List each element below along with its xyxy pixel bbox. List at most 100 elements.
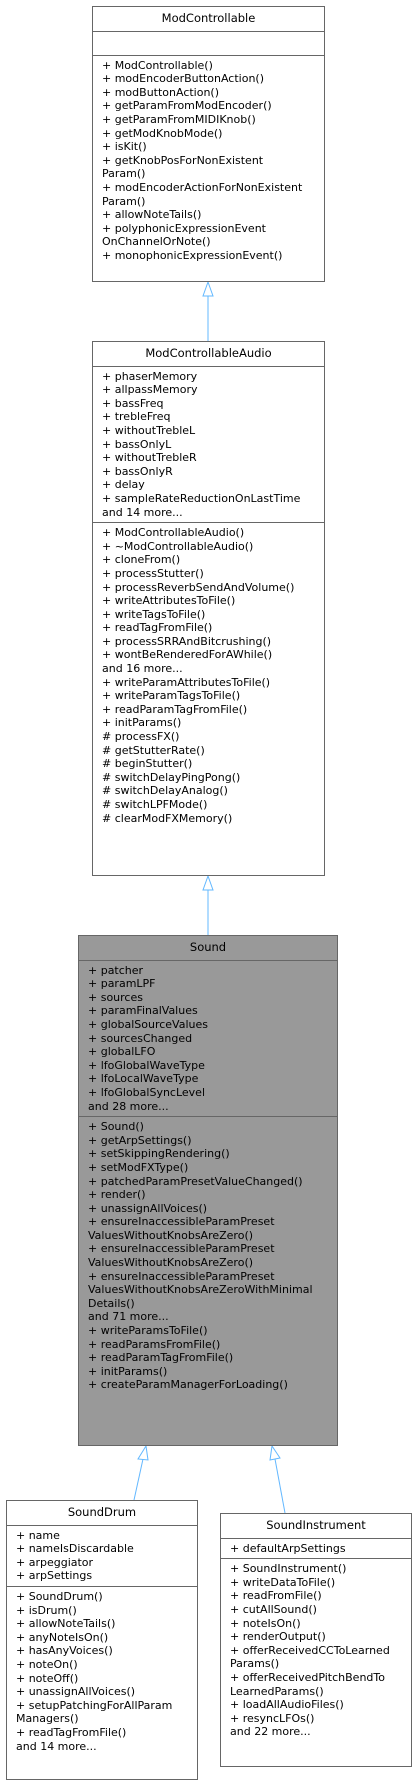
class-box-soundinstrument[interactable]: SoundInstrument + defaultArpSettings + S… xyxy=(220,1513,412,1767)
method-line[interactable]: + setModFXType() xyxy=(88,1160,189,1174)
method-line[interactable]: + getParamFromModEncoder() xyxy=(102,99,272,113)
method-line[interactable]: + writeParamAttributesToFile() xyxy=(102,675,271,689)
attribute-line[interactable]: + lfoGlobalSyncLevel xyxy=(88,1085,206,1099)
method-line[interactable]: + isDrum() xyxy=(16,1603,77,1617)
method-line[interactable]: and 14 more... xyxy=(16,1739,97,1753)
method-line[interactable]: Params() xyxy=(230,1657,280,1671)
method-line[interactable]: + setupPatchingForAllParam xyxy=(16,1698,173,1712)
method-line[interactable]: + cloneFrom() xyxy=(102,553,181,567)
method-line[interactable]: + ensureInaccessibleParamPreset xyxy=(88,1269,275,1283)
method-line[interactable]: + ensureInaccessibleParamPreset xyxy=(88,1215,275,1229)
attribute-line[interactable]: + name xyxy=(16,1528,60,1542)
method-line[interactable]: # switchDelayAnalog() xyxy=(102,784,228,798)
method-line[interactable]: + anyNoteIsOn() xyxy=(16,1630,109,1644)
method-line[interactable]: # clearModFXMemory() xyxy=(102,811,233,825)
method-line[interactable]: and 71 more... xyxy=(88,1310,169,1324)
class-box-modcontrollableaudio[interactable]: ModControllableAudio + phaserMemory+ all… xyxy=(92,341,325,876)
method-line[interactable]: and 16 more... xyxy=(102,662,183,676)
method-line[interactable]: + writeTagsToFile() xyxy=(102,607,206,621)
method-line[interactable]: + noteOn() xyxy=(16,1657,78,1671)
class-box-sound[interactable]: Sound + patcher+ paramLPF+ sources+ para… xyxy=(78,935,338,1446)
method-line[interactable]: + readParamTagFromFile() xyxy=(102,702,248,716)
method-line[interactable]: + renderOutput() xyxy=(230,1630,326,1644)
method-line[interactable]: Managers() xyxy=(16,1712,79,1726)
class-box-modcontrollable[interactable]: ModControllable + ModControllable()+ mod… xyxy=(92,6,325,282)
method-line[interactable]: OnChannelOrNote() xyxy=(102,235,211,249)
method-line[interactable]: + processReverbSendAndVolume() xyxy=(102,580,295,594)
method-line[interactable]: + readTagFromFile() xyxy=(102,621,213,635)
method-line[interactable]: Param() xyxy=(102,167,146,181)
attribute-line[interactable]: + sources xyxy=(88,990,143,1004)
attribute-line[interactable]: + delay xyxy=(102,478,145,492)
method-line[interactable]: # beginStutter() xyxy=(102,757,193,771)
method-line[interactable]: + readParamsFromFile() xyxy=(88,1337,221,1351)
method-line[interactable]: + modButtonAction() xyxy=(102,85,220,99)
attribute-line[interactable]: + lfoLocalWaveType xyxy=(88,1072,199,1086)
method-line[interactable]: ValuesWithoutKnobsAreZero() xyxy=(88,1228,254,1242)
attribute-line[interactable]: + lfoGlobalWaveType xyxy=(88,1058,205,1072)
method-line[interactable]: + polyphonicExpressionEvent xyxy=(102,221,266,235)
attribute-line[interactable]: + paramFinalValues xyxy=(88,1004,198,1018)
method-line[interactable]: + getModKnobMode() xyxy=(102,126,223,140)
method-line[interactable]: and 22 more... xyxy=(230,1725,311,1739)
method-line[interactable]: + isKit() xyxy=(102,140,147,154)
method-line[interactable]: + Sound() xyxy=(88,1120,144,1134)
attribute-line[interactable]: + withoutTrebleR xyxy=(102,451,197,465)
attribute-line[interactable]: and 28 more... xyxy=(88,1099,169,1113)
method-line[interactable]: + readTagFromFile() xyxy=(16,1725,127,1739)
method-line[interactable]: + getParamFromMIDIKnob() xyxy=(102,112,256,126)
attribute-line[interactable]: + sourcesChanged xyxy=(88,1031,193,1045)
attribute-line[interactable]: + bassOnlyR xyxy=(102,464,173,478)
method-line[interactable]: Details() xyxy=(88,1296,135,1310)
method-line[interactable]: + ModControllableAudio() xyxy=(102,526,245,540)
method-line[interactable]: + processSRRAndBitcrushing() xyxy=(102,634,272,648)
method-line[interactable]: + wontBeRenderedForAWhile() xyxy=(102,648,273,662)
attribute-line[interactable]: + arpeggiator xyxy=(16,1555,94,1569)
method-line[interactable]: + hasAnyVoices() xyxy=(16,1644,113,1658)
attribute-line[interactable]: + allpassMemory xyxy=(102,383,198,397)
attribute-line[interactable]: + bassOnlyL xyxy=(102,437,172,451)
method-line[interactable]: + modEncoderActionForNonExistent xyxy=(102,180,303,194)
method-line[interactable]: Param() xyxy=(102,194,146,208)
method-line[interactable]: + ~ModControllableAudio() xyxy=(102,539,254,553)
method-line[interactable]: + modEncoderButtonAction() xyxy=(102,72,264,86)
method-line[interactable]: + monophonicExpressionEvent() xyxy=(102,248,283,262)
method-line[interactable]: ValuesWithoutKnobsAreZero() xyxy=(88,1256,254,1270)
method-line[interactable]: + ModControllable() xyxy=(102,58,213,72)
method-line[interactable]: + render() xyxy=(88,1188,146,1202)
method-line[interactable]: + noteIsOn() xyxy=(230,1616,301,1630)
method-line[interactable]: + cutAllSound() xyxy=(230,1602,317,1616)
method-line[interactable]: + writeParamsToFile() xyxy=(88,1324,208,1338)
attribute-line[interactable]: + globalLFO xyxy=(88,1045,156,1059)
method-line[interactable]: + setSkippingRendering() xyxy=(88,1147,230,1161)
method-line[interactable]: + readParamTagFromFile() xyxy=(88,1351,234,1365)
method-line[interactable]: # switchLPFMode() xyxy=(102,798,208,811)
method-line[interactable]: # switchDelayPingPong() xyxy=(102,770,241,784)
method-line[interactable]: + loadAllAudioFiles() xyxy=(230,1698,344,1712)
method-line[interactable]: + allowNoteTails() xyxy=(16,1617,116,1631)
attribute-line[interactable]: + defaultArpSettings xyxy=(230,1541,346,1555)
attribute-line[interactable]: + withoutTrebleL xyxy=(102,423,196,437)
attribute-line[interactable]: + paramLPF xyxy=(88,977,156,991)
method-line[interactable]: # processFX() xyxy=(102,730,180,744)
method-line[interactable]: + writeAttributesToFile() xyxy=(102,594,236,608)
method-line[interactable]: + readFromFile() xyxy=(230,1589,322,1603)
method-line[interactable]: + initParams() xyxy=(102,716,182,730)
attribute-line[interactable]: + trebleFreq xyxy=(102,410,171,424)
method-line[interactable]: LearnedParams() xyxy=(230,1684,324,1698)
method-line[interactable]: # getStutterRate() xyxy=(102,743,205,757)
attribute-line[interactable]: + nameIsDiscardable xyxy=(16,1542,134,1556)
class-box-sounddrum[interactable]: SoundDrum + name+ nameIsDiscardable+ arp… xyxy=(6,1500,198,1780)
method-line[interactable]: + resyncLFOs() xyxy=(230,1711,315,1725)
attribute-line[interactable]: and 14 more... xyxy=(102,505,183,519)
method-line[interactable]: + processStutter() xyxy=(102,566,204,580)
method-line[interactable]: + getKnobPosForNonExistent xyxy=(102,153,264,167)
method-line[interactable]: + SoundDrum() xyxy=(16,1589,103,1603)
attribute-line[interactable]: + sampleRateReductionOnLastTime xyxy=(102,491,301,505)
method-line[interactable]: + getArpSettings() xyxy=(88,1133,192,1147)
method-line[interactable]: + SoundInstrument() xyxy=(230,1562,347,1576)
method-line[interactable]: + allowNoteTails() xyxy=(102,208,202,222)
method-line[interactable]: + patchedParamPresetValueChanged() xyxy=(88,1174,303,1188)
attribute-line[interactable]: + arpSettings xyxy=(16,1569,93,1583)
method-line[interactable]: + writeParamTagsToFile() xyxy=(102,689,241,703)
